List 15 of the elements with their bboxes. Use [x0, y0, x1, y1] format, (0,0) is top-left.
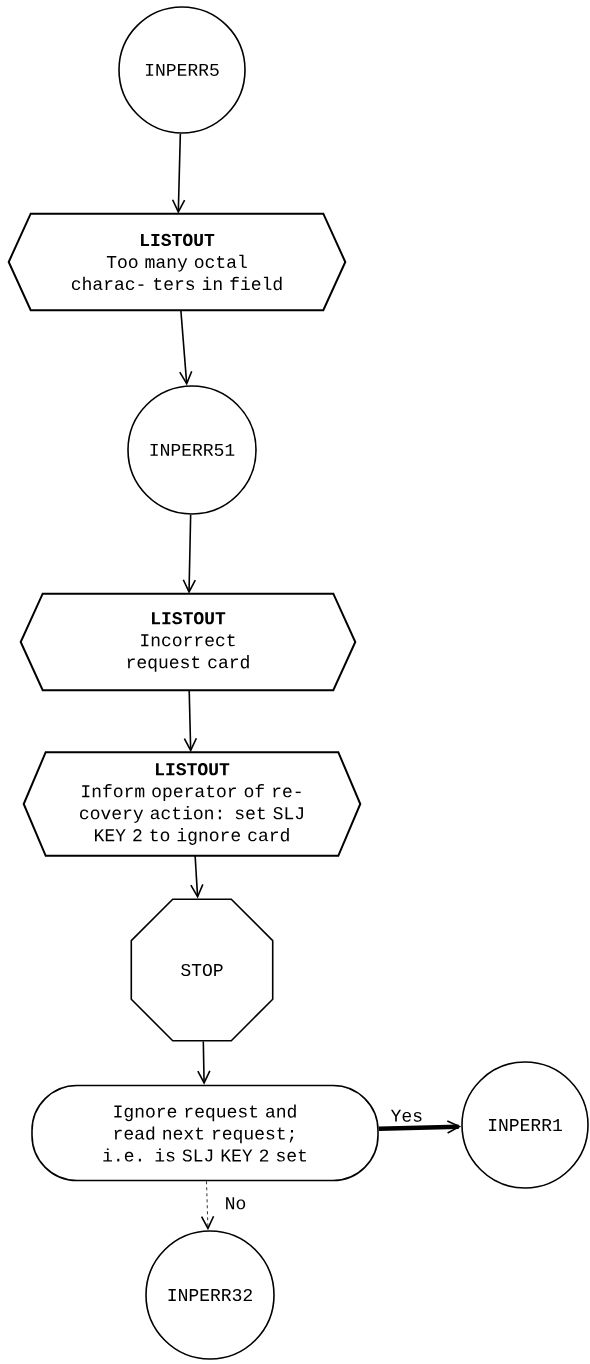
arrow — [200, 1180, 215, 1231]
edge-label: No — [223, 1196, 248, 1211]
arrow — [197, 1040, 211, 1085]
arrow — [178, 309, 193, 386]
edge-label: Yes — [389, 1108, 424, 1123]
decision-box: Ignore request and read next request; i.e. is SLJ KEY 2 set — [31, 1084, 379, 1182]
arrow — [378, 1120, 462, 1134]
arrow — [190, 855, 204, 899]
output-hexagon: LISTOUT Incorrect request card — [19, 592, 357, 692]
arrow — [171, 132, 186, 214]
arrow — [182, 513, 197, 594]
arrow — [183, 689, 198, 753]
output-hexagon: LISTOUT Too many octal charac- ters in field — [7, 212, 347, 312]
output-hexagon: LISTOUT Inform operator of re- covery action: set SLJ KEY 2 to ignore card — [22, 751, 362, 857]
stop-octagon: STOP — [130, 898, 274, 1042]
